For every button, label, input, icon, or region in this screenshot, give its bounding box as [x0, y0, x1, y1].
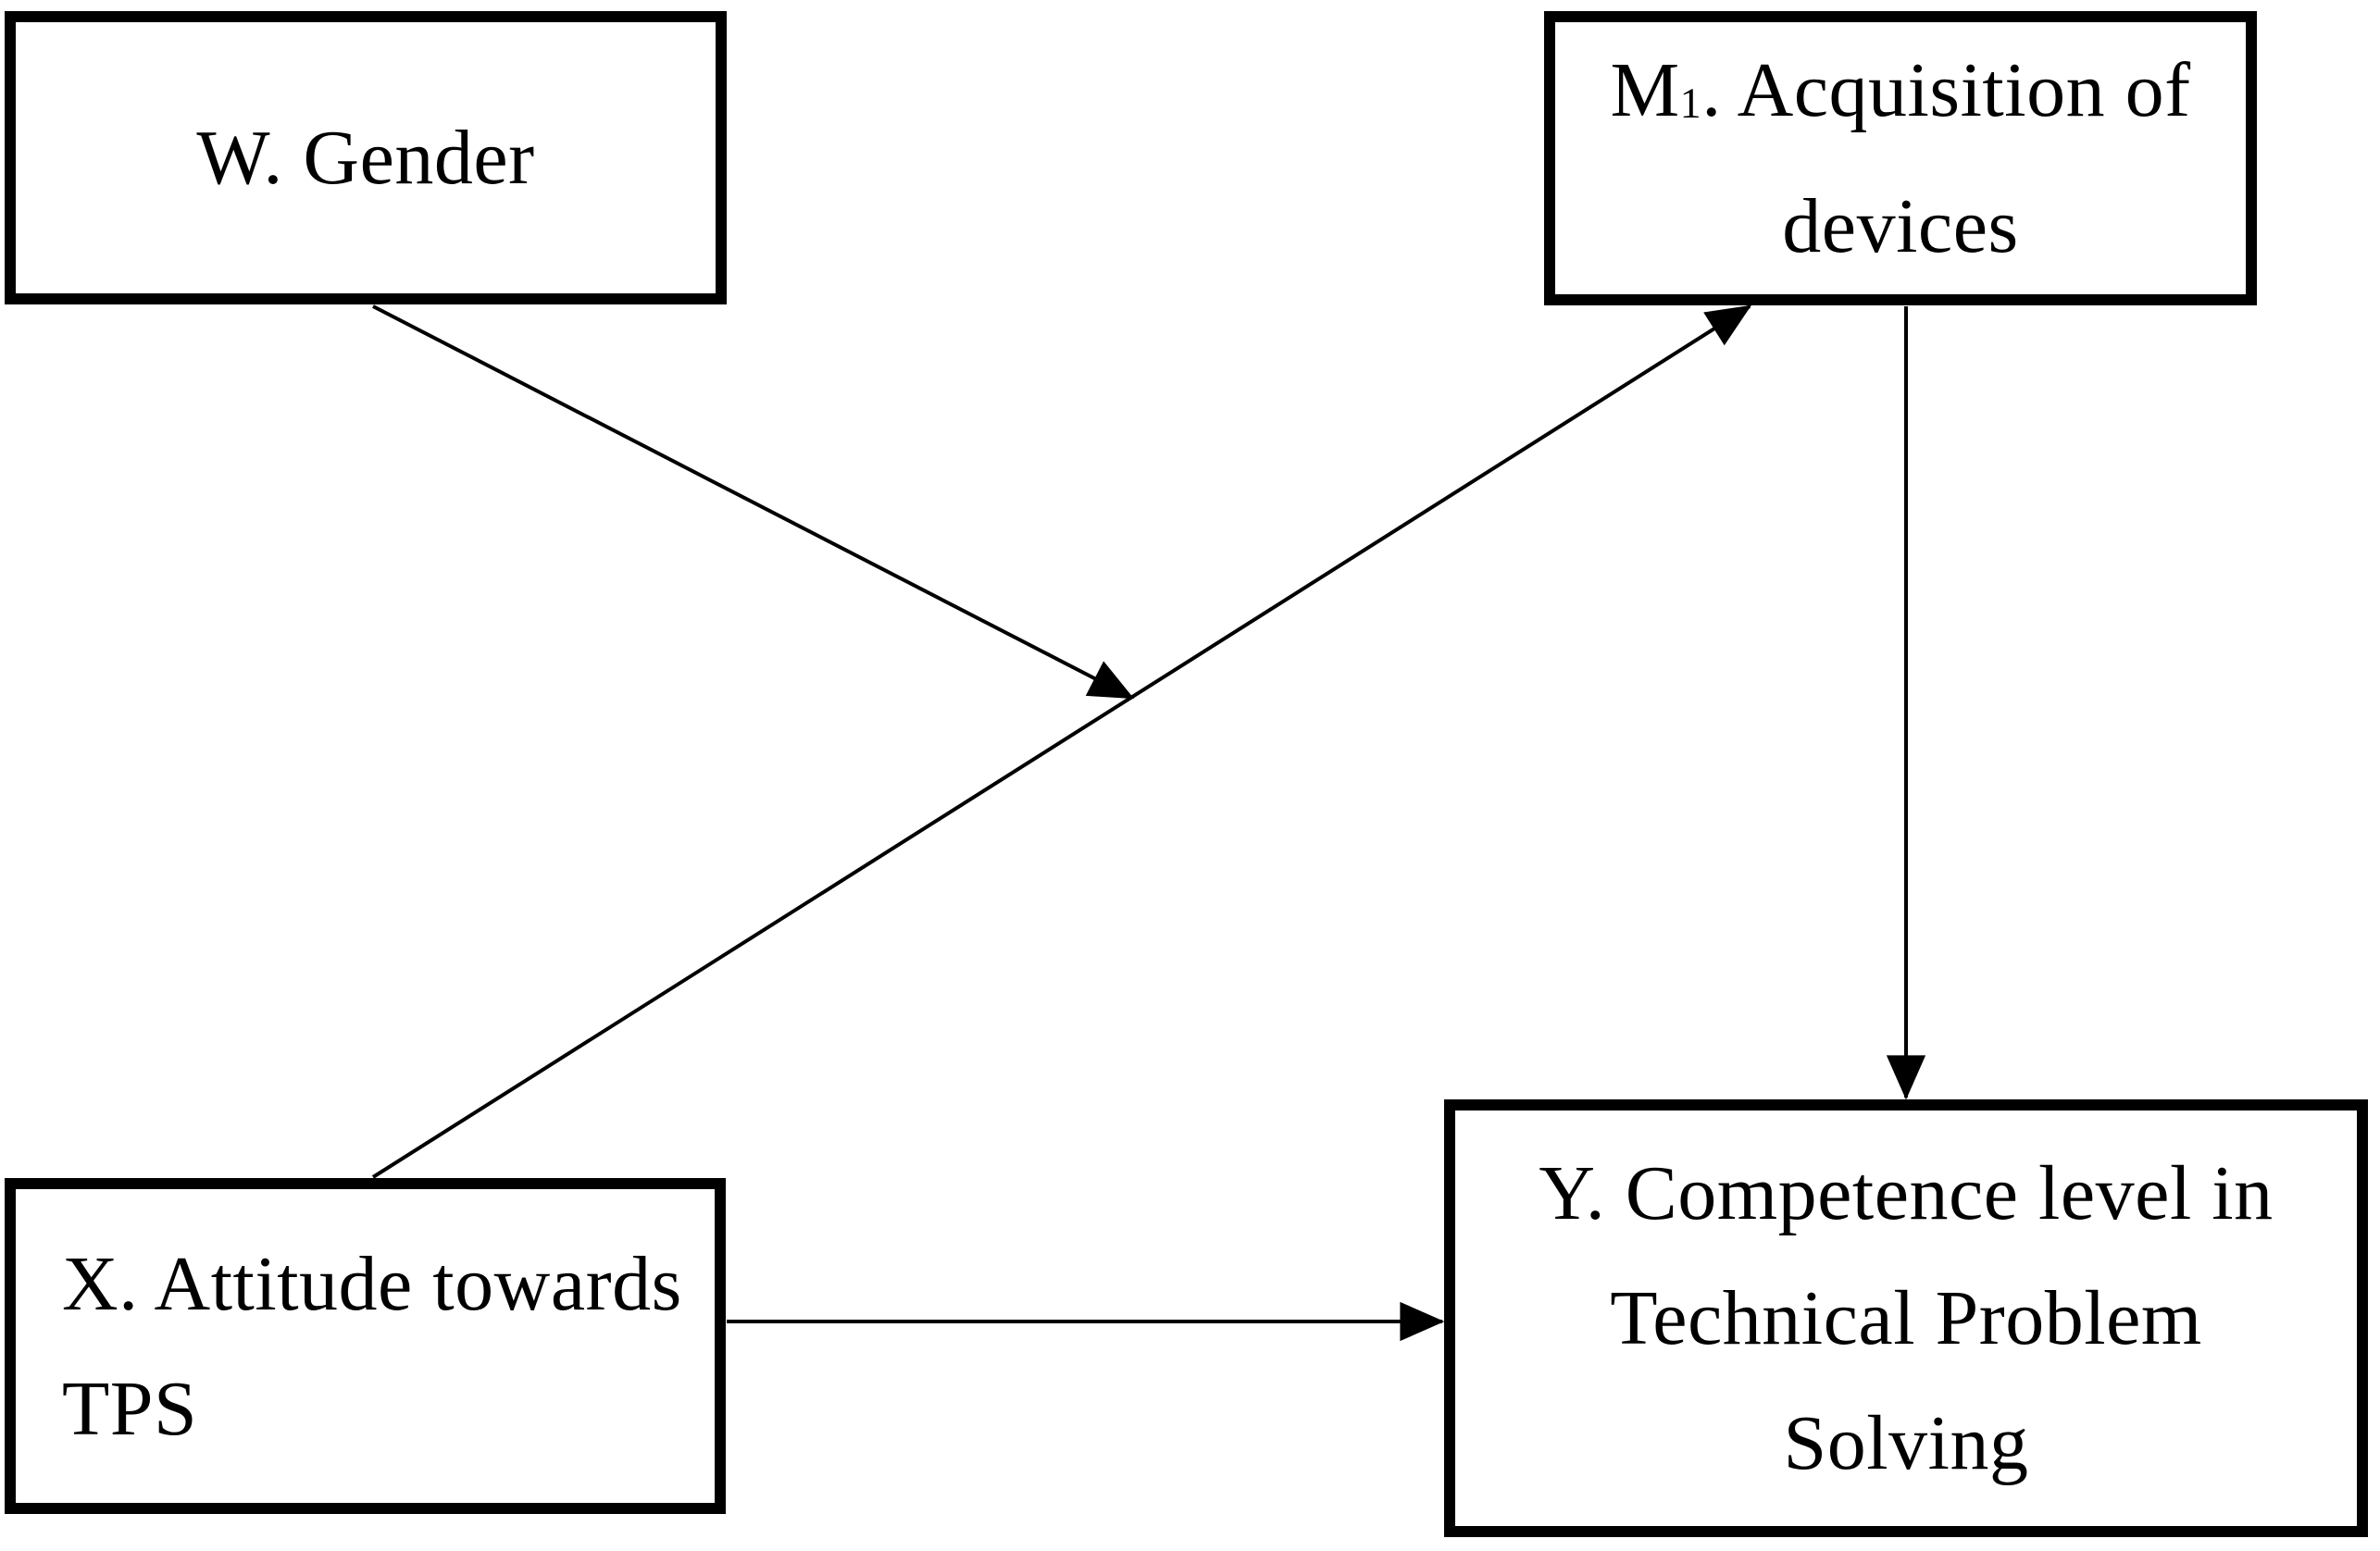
node-m1-label-line2: devices — [1782, 183, 2019, 269]
node-x-label-line1: X. Attitude towards — [62, 1240, 682, 1327]
node-m1-label-line1: M1. Acquisition of — [1610, 28, 2190, 164]
arrow-x-to-m1 — [371, 304, 1752, 1179]
node-y-competence-level: Y. Competence level in Technical Problem… — [1444, 1099, 2368, 1537]
node-y-label-line2: Technical Problem — [1610, 1275, 2202, 1361]
node-m1-label-subscript: 1 — [1679, 79, 1702, 127]
node-m1-acquisition-of-devices: M1. Acquisition of devices — [1544, 11, 2257, 305]
node-m1-label-rest: . Acquisition of — [1701, 47, 2191, 133]
node-x-label-line2: TPS — [62, 1365, 198, 1452]
node-w-gender: W. Gender — [5, 11, 727, 304]
node-m1-label-prefix: M — [1610, 47, 1680, 133]
node-x-attitude-towards-tps: X. Attitude towards TPS — [5, 1178, 726, 1514]
node-y-label-line3: Solving — [1783, 1400, 2029, 1486]
arrow-w-moderation — [372, 304, 1135, 700]
node-y-label-line1: Y. Competence level in — [1539, 1150, 2274, 1236]
node-w-label: W. Gender — [196, 115, 535, 201]
